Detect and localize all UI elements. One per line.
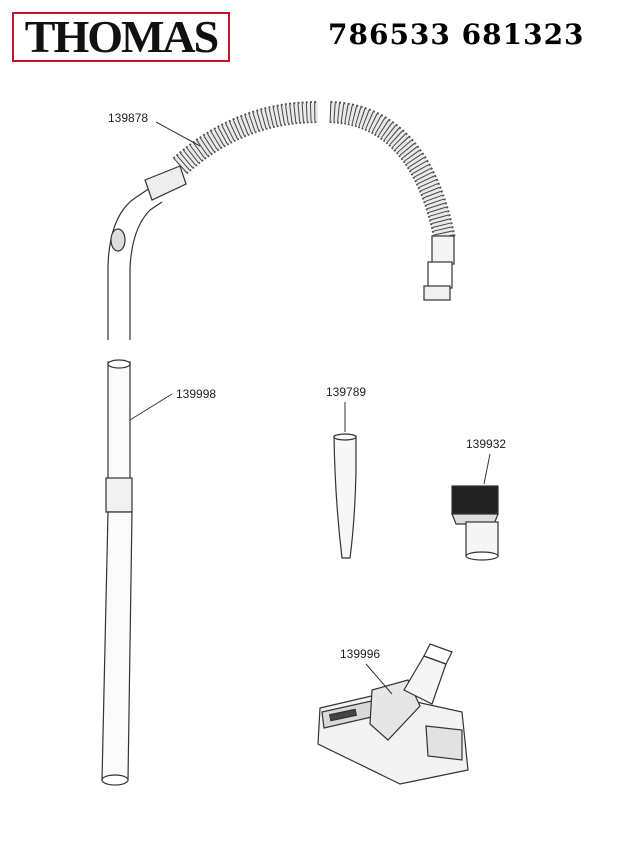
- brand-name: THOMAS: [24, 11, 219, 62]
- hose-drawing: [107, 101, 456, 340]
- brush-leader-line: [483, 453, 491, 485]
- telescopic-tube-drawing: [101, 359, 133, 786]
- hose-leader-line: [155, 121, 201, 147]
- tube-part-number: 139998: [176, 387, 216, 401]
- floor-nozzle-leader-line: [365, 663, 393, 695]
- thomas-logo: THOMAS: [12, 12, 230, 62]
- model-numbers: 786533 681323: [328, 18, 585, 51]
- crevice-nozzle-drawing: [333, 433, 357, 559]
- hose-part-number: 139878: [108, 111, 148, 125]
- crevice-part-number: 139789: [326, 385, 366, 399]
- tube-leader-line: [129, 393, 173, 421]
- floor-nozzle-drawing: [317, 643, 469, 785]
- dusting-brush-drawing: [451, 485, 499, 561]
- floor-nozzle-part-number: 139996: [340, 647, 380, 661]
- brush-part-number: 139932: [466, 437, 506, 451]
